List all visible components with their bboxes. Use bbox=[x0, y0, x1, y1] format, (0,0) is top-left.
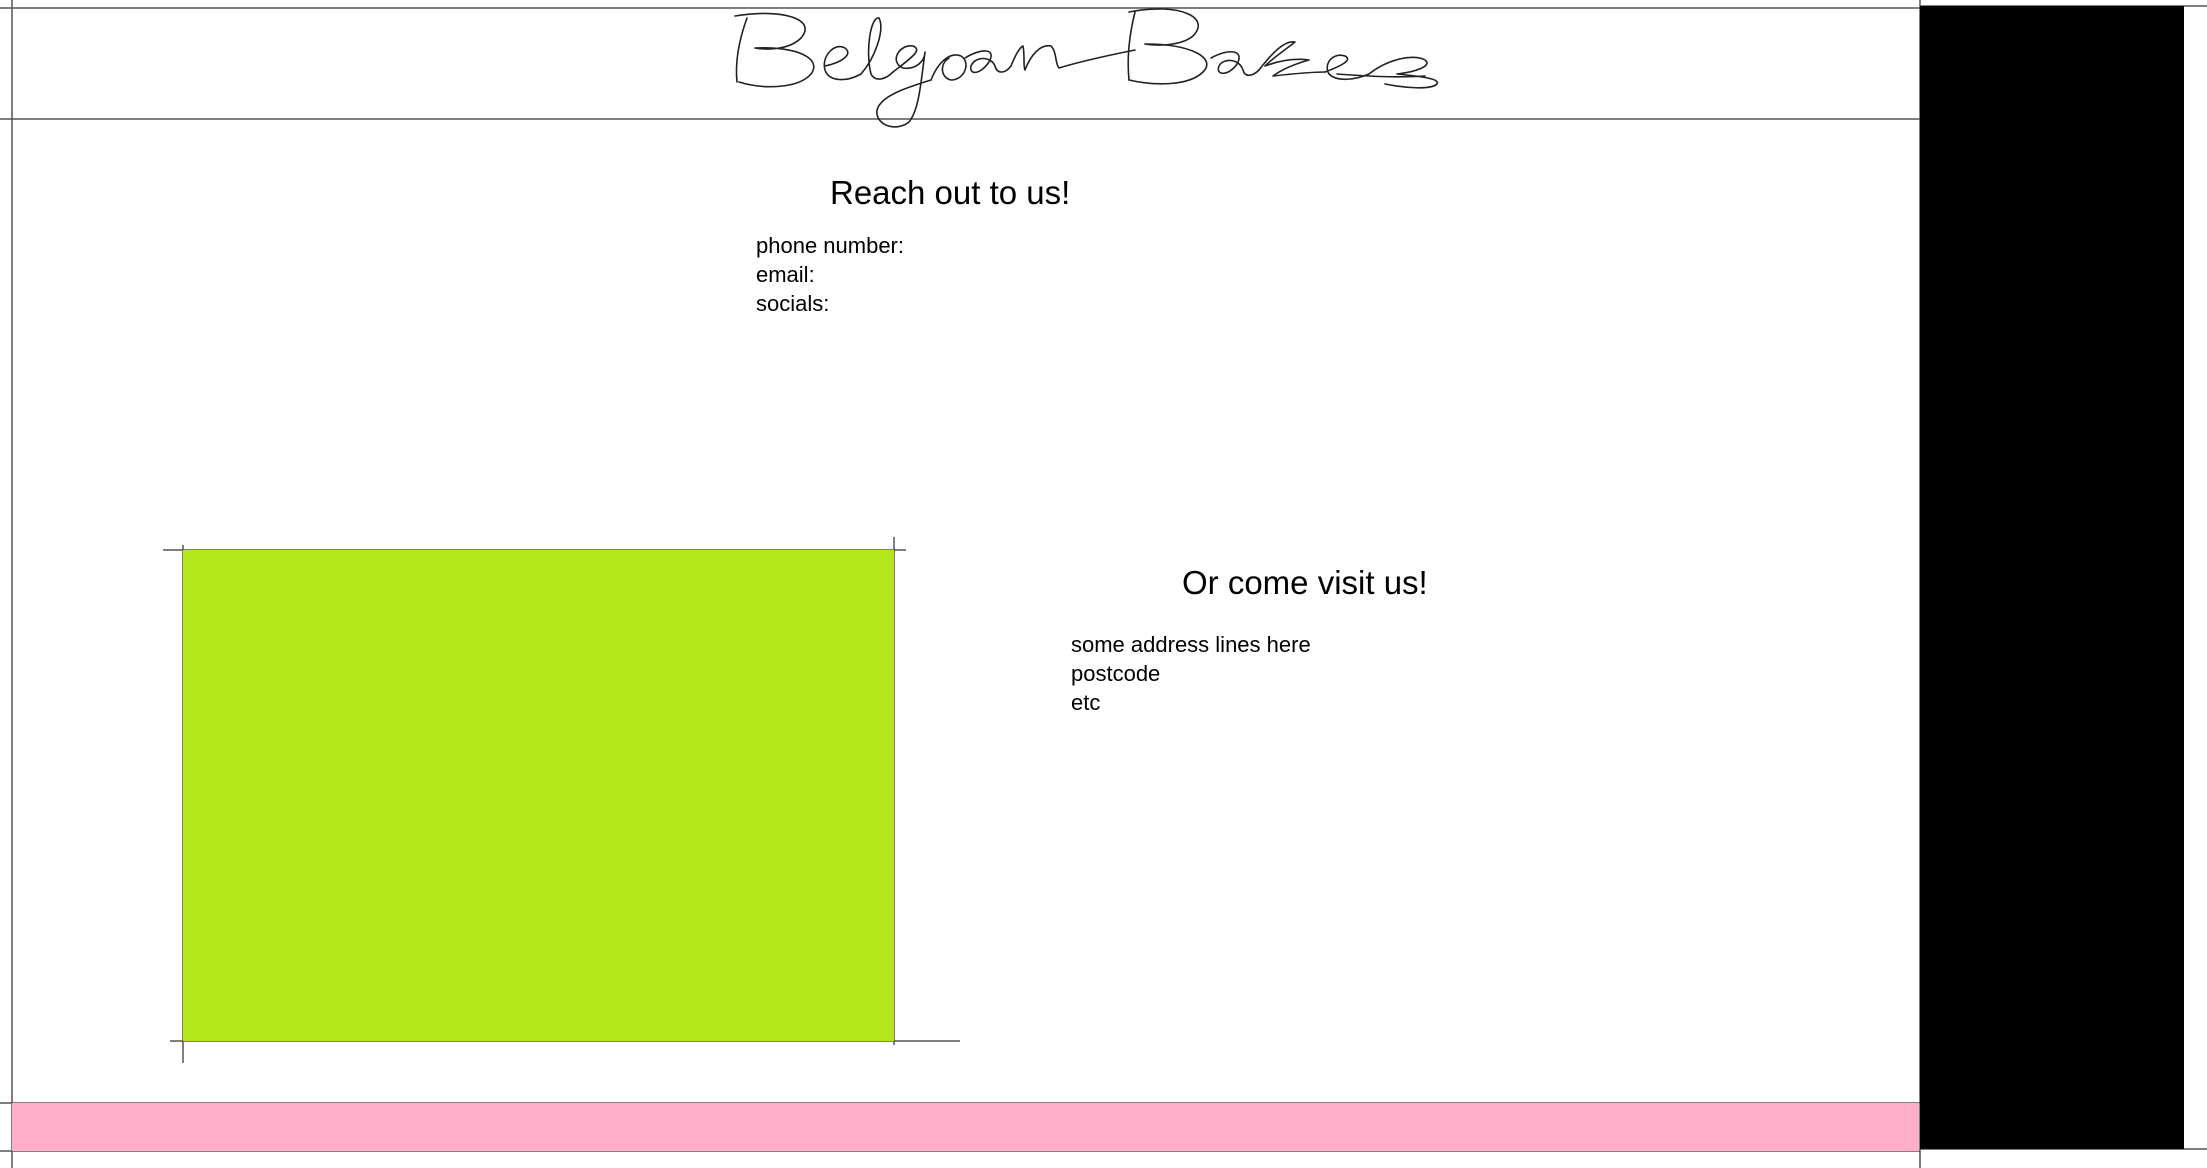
contact-title: Reach out to us! bbox=[830, 174, 1071, 211]
postcode-line: postcode bbox=[1071, 661, 1161, 686]
phone-number-label: phone number: bbox=[756, 233, 904, 258]
address-line: some address lines here bbox=[1071, 632, 1311, 657]
map-placeholder[interactable] bbox=[183, 550, 894, 1041]
email-label: email: bbox=[756, 262, 815, 287]
contact-details: phone number: email: socials: bbox=[756, 231, 904, 318]
side-panel bbox=[1920, 6, 2184, 1149]
handwritten-logo bbox=[734, 8, 1438, 128]
footer-bar bbox=[12, 1103, 1919, 1151]
visit-title: Or come visit us! bbox=[1182, 564, 1428, 601]
address-block: some address lines here postcode etc bbox=[1071, 630, 1311, 717]
etc-line: etc bbox=[1071, 690, 1101, 715]
socials-label: socials: bbox=[756, 291, 830, 316]
